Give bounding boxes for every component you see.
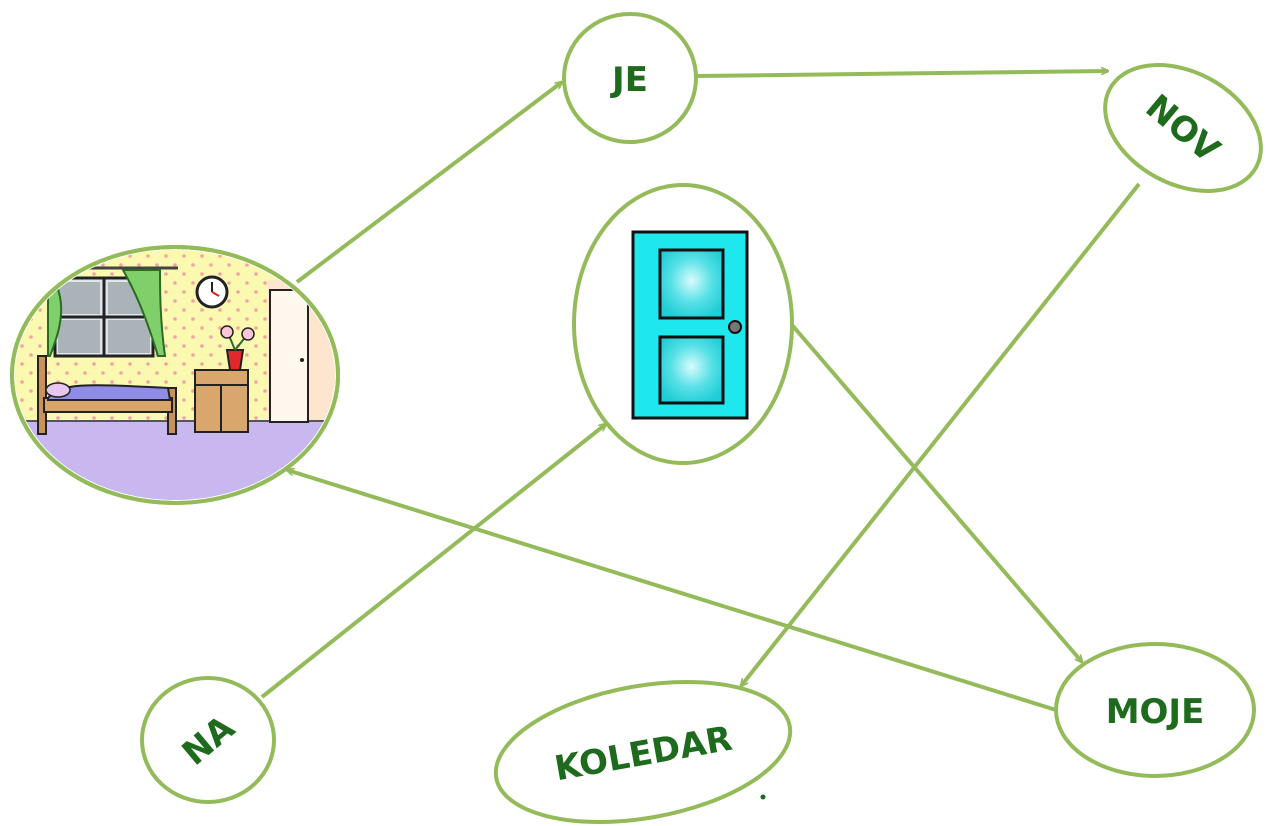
node-nov-ring	[1103, 63, 1263, 193]
node-je: JE	[562, 12, 698, 144]
node-na: NA	[140, 676, 276, 804]
edge-na-to-door	[260, 424, 606, 699]
node-room	[10, 245, 340, 505]
node-moje: MOJE	[1054, 642, 1256, 778]
node-moje-ring	[1054, 642, 1256, 778]
edge-moje-to-room	[287, 470, 1057, 712]
word-moje: MOJE	[1106, 692, 1205, 732]
node-je-ring	[562, 12, 698, 144]
node-door	[572, 183, 794, 465]
edge-je-to-nov	[696, 71, 1108, 78]
edge-room-to-je	[295, 80, 562, 284]
edge-nov-to-koledar	[741, 182, 1141, 686]
node-room-ring-outline	[10, 245, 340, 505]
edges	[260, 71, 1141, 712]
edge-door-to-moje	[790, 323, 1082, 662]
word-je: JE	[610, 60, 648, 100]
node-koledar-ring	[493, 680, 793, 824]
node-nov: NOV	[1103, 63, 1263, 193]
small-dot	[760, 794, 766, 800]
door-icon	[631, 230, 749, 420]
node-koledar: KOLEDAR	[493, 680, 793, 824]
node-na-ring	[140, 676, 276, 804]
